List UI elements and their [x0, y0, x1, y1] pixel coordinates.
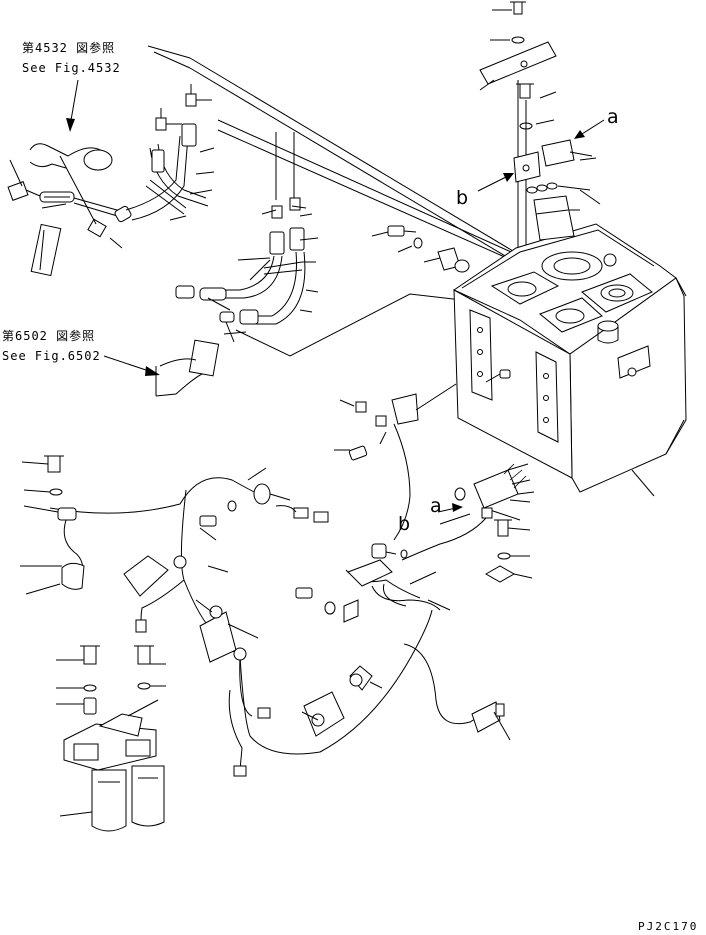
harness-bolts — [21, 445, 368, 623]
drawing-code: PJ2C170 — [638, 920, 698, 933]
callout-b-top-arrowhead — [503, 173, 514, 182]
reference-fig-6502-arrowhead — [145, 366, 160, 376]
callout-a-lower: a — [430, 495, 463, 517]
reference-fig-4532-arrow — [69, 79, 79, 127]
callout-a-top: a — [574, 106, 619, 139]
reference-fig-6502-arrow — [103, 355, 153, 373]
callout-a-top-arrowhead — [574, 130, 585, 139]
callout-a-top-arrow — [581, 119, 605, 135]
tank-mount-bolt — [371, 225, 470, 273]
reference-fig-4532-jp: 第4532 図参照 — [22, 40, 115, 55]
wire-harness — [20, 467, 433, 777]
temperature-sensor — [403, 643, 511, 741]
callout-a-lower-label: a — [430, 495, 442, 517]
bracket-top-right — [479, 1, 557, 250]
reference-fig-4532-en: See Fig.4532 — [22, 61, 121, 75]
callout-b-top: b — [456, 173, 514, 209]
callout-b-top-label: b — [456, 187, 468, 209]
reference-fig-6502-jp: 第6502 図参照 — [2, 328, 95, 343]
pipe-assembly-middle — [175, 197, 319, 325]
reference-fig-4532-arrowhead — [66, 118, 75, 132]
fittings-upper-left — [109, 84, 215, 249]
reference-fig-6502-en: See Fig.6502 — [2, 349, 101, 363]
callout-a-lower-arrowhead — [452, 503, 463, 512]
callout-b-lower-label: b — [398, 513, 410, 535]
elbow-block — [155, 293, 463, 397]
sensor-connector-group — [339, 383, 457, 541]
callout-b-top-arrow — [477, 175, 509, 192]
callout-b-lower: b — [398, 513, 410, 535]
hydraulic-tubes — [147, 45, 529, 267]
pipe-assembly-upper-left — [7, 123, 209, 277]
callout-a-top-label: a — [607, 106, 619, 128]
line-filter — [56, 645, 166, 832]
hydraulic-tank — [452, 195, 687, 497]
leader-lines — [9, 157, 601, 335]
pressure-switch-assembly — [345, 463, 535, 611]
reference-fig-4532: 第4532 図参照 See Fig.4532 — [22, 40, 121, 132]
reference-fig-6502: 第6502 図参照 See Fig.6502 — [2, 328, 160, 376]
sensor-block-top — [513, 139, 593, 211]
